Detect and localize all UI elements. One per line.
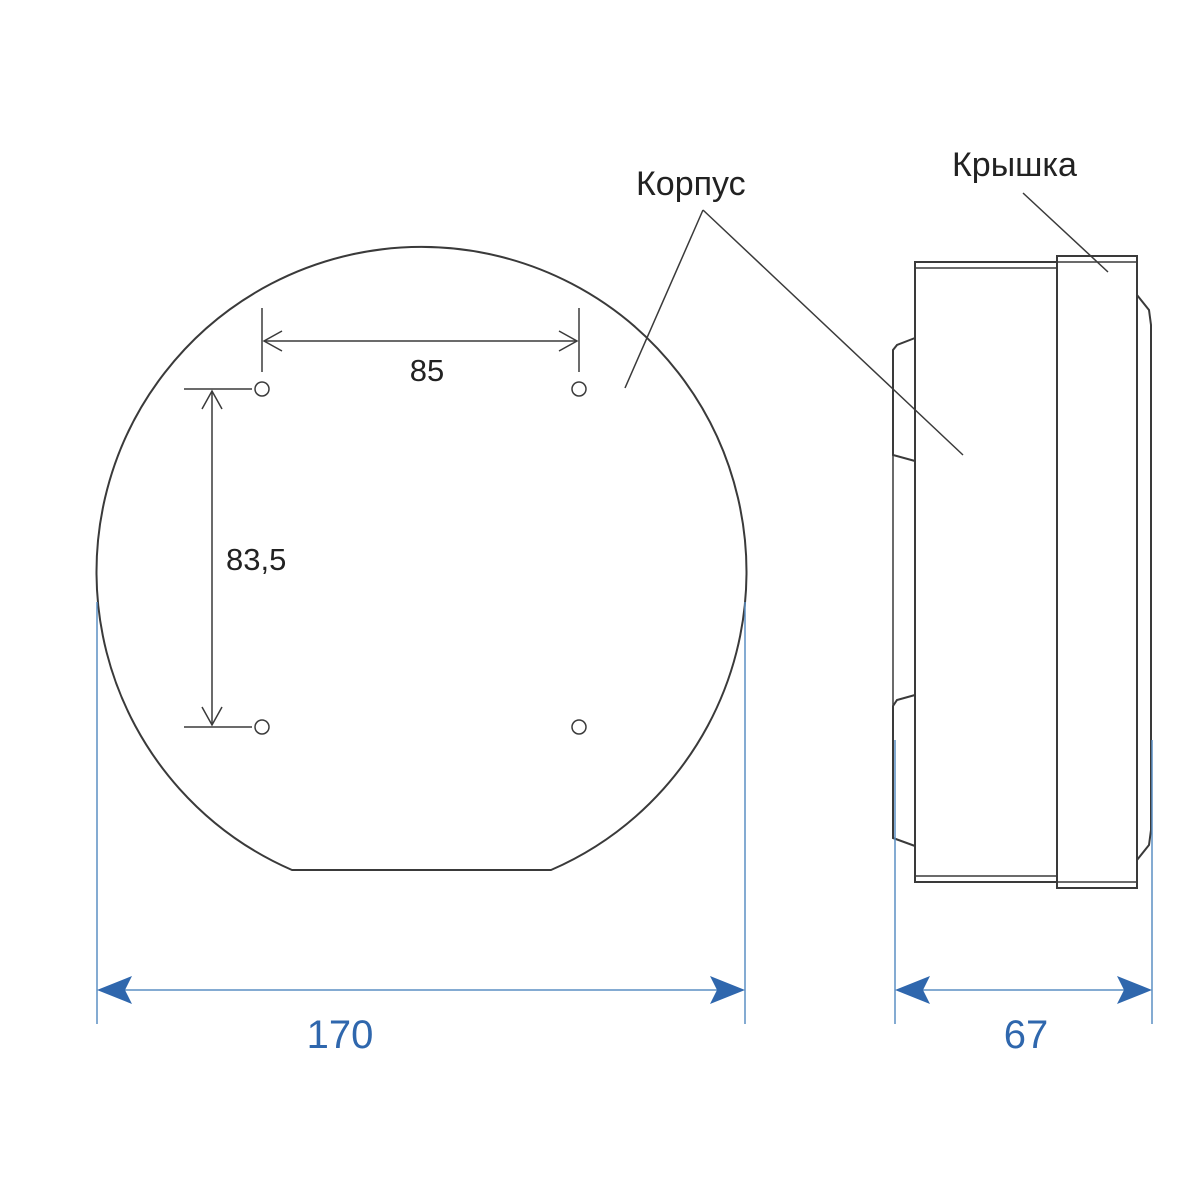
dimension-170-label: 170 [307, 1013, 374, 1057]
arrowhead-right [1117, 976, 1152, 1004]
body-leader-front [624, 209, 704, 389]
side-body-back-profile [892, 337, 916, 462]
dimension-67-label: 67 [1004, 1013, 1049, 1057]
side-cover [1056, 255, 1138, 889]
cover-annotation-label: Крышка [952, 146, 1077, 184]
body-annotation-label: Корпус [636, 165, 746, 203]
front-housing-outline [95, 246, 748, 871]
dimension-hole-horizontal: 85 [261, 308, 580, 388]
arrowhead-left [895, 976, 930, 1004]
cover-leader [1022, 192, 1109, 273]
arrowhead-left [97, 976, 132, 1004]
front-view: 85 83,5 170 [95, 246, 748, 1057]
annotations: Корпус Крышка [624, 146, 1109, 456]
mounting-hole-bottom-left [254, 719, 270, 735]
body-leader-side [702, 209, 964, 456]
mounting-hole-top-right [571, 381, 587, 397]
side-body [914, 261, 1058, 883]
side-view: 67 [892, 255, 1153, 1057]
dimension-overall-width: 170 [96, 602, 746, 1057]
mounting-hole-top-left [254, 381, 270, 397]
mounting-hole-bottom-right [571, 719, 587, 735]
side-cover-rim [1136, 294, 1152, 861]
dimension-85-label: 85 [410, 353, 444, 388]
arrowhead-right [710, 976, 745, 1004]
dimension-depth: 67 [894, 740, 1153, 1057]
dimension-83-5-label: 83,5 [226, 542, 286, 577]
dimension-hole-vertical: 83,5 [184, 388, 286, 728]
